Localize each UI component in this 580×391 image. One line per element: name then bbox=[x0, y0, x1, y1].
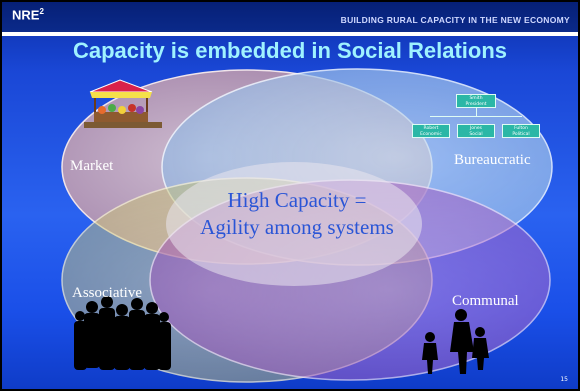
market-stall-icon bbox=[84, 79, 162, 128]
center-highlight bbox=[166, 162, 422, 286]
center-line-2: Agility among systems bbox=[200, 215, 394, 239]
communal-label: Communal bbox=[452, 293, 519, 309]
slide-title: Capacity is embedded in Social Relations bbox=[72, 38, 508, 63]
family-silhouette-icon bbox=[422, 309, 489, 374]
brand-logo: NRE2 bbox=[12, 7, 44, 23]
page-number: 15 bbox=[560, 376, 568, 383]
group-of-people-icon bbox=[74, 296, 171, 370]
market-label: Market bbox=[70, 158, 114, 174]
header-subtitle: BUILDING RURAL CAPACITY IN THE NEW ECONO… bbox=[340, 15, 570, 25]
bureaucratic-label: Bureaucratic bbox=[454, 152, 531, 168]
header-bar bbox=[2, 2, 578, 32]
center-line-1: High Capacity = bbox=[227, 188, 367, 212]
center-statement: High Capacity = Agility among systems bbox=[182, 187, 412, 241]
associative-label: Associative bbox=[72, 285, 142, 301]
header-rule bbox=[2, 32, 578, 36]
